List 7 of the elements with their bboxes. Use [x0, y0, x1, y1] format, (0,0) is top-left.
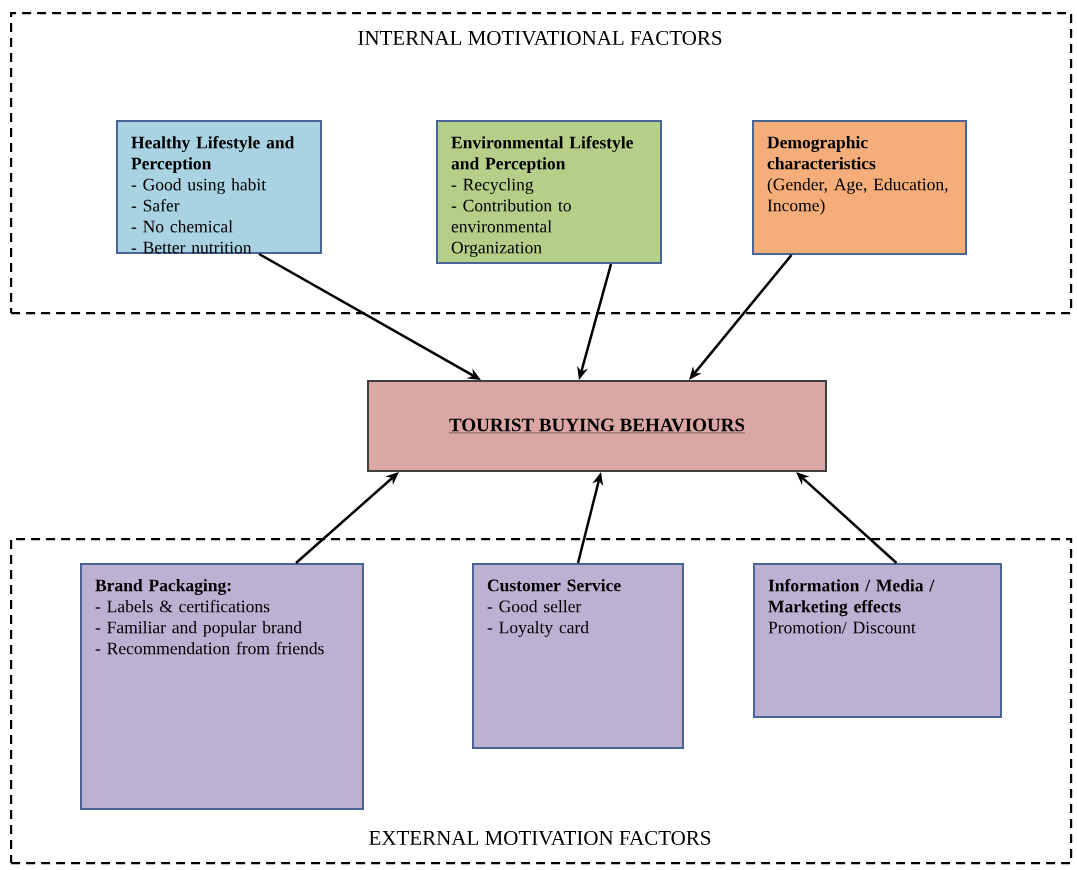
factor-box: Environmental Lifestyle and Perception - Recycling - Contribution to environmental Organization [436, 120, 662, 264]
factor-box: Customer Service - Good seller - Loyalty card [472, 563, 684, 749]
factor-box: Brand Packaging: - Labels & certifications - Familiar and popular brand - Recommendation from friends [80, 563, 364, 810]
behaviour-box: TOURIST BUYING BEHAVIOURS [367, 380, 827, 472]
factor-box: Healthy Lifestyle and Perception - Good using habit - Safer - No chemical - Better nutrition [116, 120, 322, 254]
factor-box: Demographic characteristics (Gender, Age, Education, Income) [752, 120, 967, 255]
factor-box: Information / Media / Marketing effects Promotion/ Discount [753, 563, 1002, 718]
